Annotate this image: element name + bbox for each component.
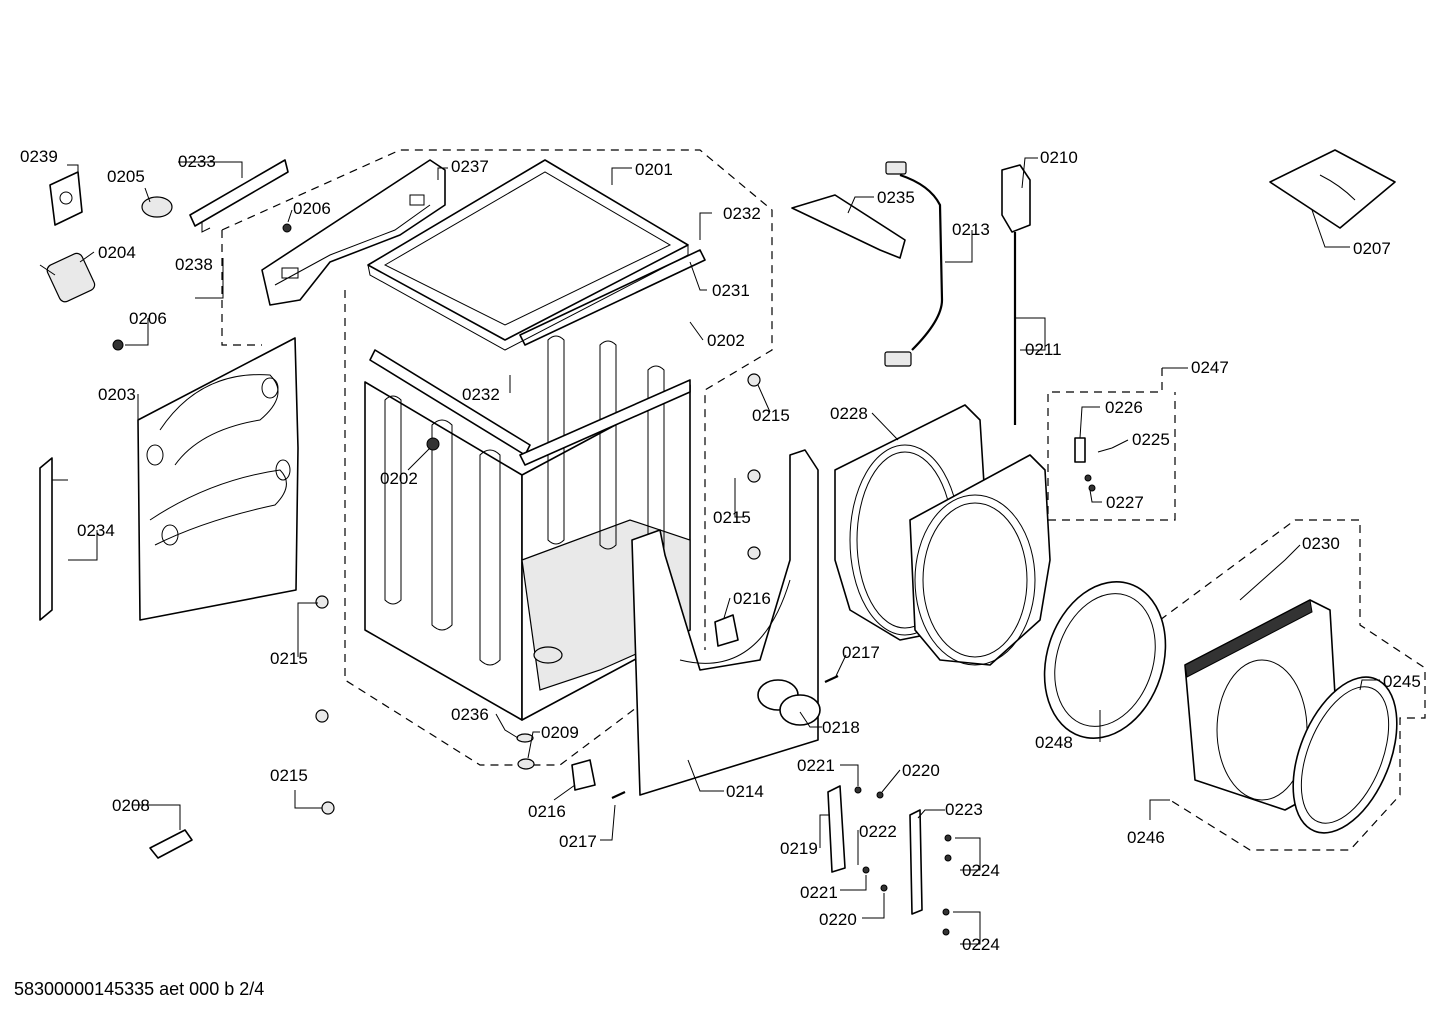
feet-0215 xyxy=(315,373,761,815)
door-ring-0248 xyxy=(1043,581,1167,739)
label-0227: 0227 xyxy=(1106,493,1144,512)
label-0237: 0237 xyxy=(451,157,489,176)
handle-0223 xyxy=(909,809,923,915)
label-0215: 0215 xyxy=(270,649,308,668)
label-0210: 0210 xyxy=(1040,148,1078,167)
label-0205: 0205 xyxy=(107,167,145,186)
holder-0235 xyxy=(791,194,906,259)
label-0220: 0220 xyxy=(902,761,940,780)
label-0230: 0230 xyxy=(1302,534,1340,553)
label-0221: 0221 xyxy=(797,756,835,775)
label-0201: 0201 xyxy=(635,160,673,179)
label-0217: 0217 xyxy=(559,832,597,851)
label-0206: 0206 xyxy=(129,309,167,328)
cable-0213 xyxy=(884,161,944,367)
label-0208: 0208 xyxy=(112,796,150,815)
clip-0208 xyxy=(149,829,193,859)
label-0219: 0219 xyxy=(780,839,818,858)
label-0207: 0207 xyxy=(1353,239,1391,258)
screws-0217 xyxy=(611,675,839,799)
label-0214: 0214 xyxy=(726,782,764,801)
label-0235: 0235 xyxy=(877,188,915,207)
label-0233: 0233 xyxy=(178,152,216,171)
label-0223: 0223 xyxy=(945,800,983,819)
brackets-0216 xyxy=(571,614,739,791)
front-frame-0214 xyxy=(631,449,821,796)
label-0224: 0224 xyxy=(962,861,1000,880)
label-0225: 0225 xyxy=(1132,430,1170,449)
label-0232: 0232 xyxy=(462,385,500,404)
label-0204: 0204 xyxy=(98,243,136,262)
label-0224: 0224 xyxy=(962,935,1000,954)
label-0221: 0221 xyxy=(800,883,838,902)
label-0217: 0217 xyxy=(842,643,880,662)
part-labels: 0239 0205 0233 0206 0237 0201 0232 0235 … xyxy=(20,147,1421,954)
label-0247: 0247 xyxy=(1191,358,1229,377)
label-0215: 0215 xyxy=(713,508,751,527)
label-0231: 0231 xyxy=(712,281,750,300)
door-glass-0245 xyxy=(1292,676,1398,834)
rail-0234 xyxy=(39,457,68,621)
service-kit-0207 xyxy=(1269,149,1396,229)
label-0248: 0248 xyxy=(1035,733,1073,752)
label-0215: 0215 xyxy=(270,766,308,785)
module-0210 xyxy=(1001,164,1031,425)
label-0232: 0232 xyxy=(723,204,761,223)
inner-frame-0247 xyxy=(909,454,1051,666)
label-0209: 0209 xyxy=(541,723,579,742)
label-0228: 0228 xyxy=(830,404,868,423)
small-pins-0220-0222 xyxy=(854,786,888,892)
label-0203: 0203 xyxy=(98,385,136,404)
label-0226: 0226 xyxy=(1105,398,1143,417)
label-0218: 0218 xyxy=(822,718,860,737)
label-0216: 0216 xyxy=(733,589,771,608)
group-outline-0246 xyxy=(1159,519,1426,851)
part-0205 xyxy=(141,196,173,218)
label-0246: 0246 xyxy=(1127,828,1165,847)
label-0239: 0239 xyxy=(20,147,58,166)
label-0236: 0236 xyxy=(451,705,489,724)
screw-0206a xyxy=(282,223,292,233)
hinge-0219 xyxy=(827,785,846,873)
label-0202: 0202 xyxy=(380,469,418,488)
label-0215: 0215 xyxy=(752,406,790,425)
label-0220: 0220 xyxy=(819,910,857,929)
hinge-parts-0226-0227 xyxy=(1074,437,1113,492)
label-0213: 0213 xyxy=(952,220,990,239)
screws-0224 xyxy=(942,834,952,936)
rail-0233 xyxy=(189,159,289,233)
label-0222: 0222 xyxy=(859,822,897,841)
door-lock-0204 xyxy=(39,252,96,303)
rear-panel-0203 xyxy=(137,337,299,621)
screw-0206b xyxy=(112,339,124,351)
label-0238: 0238 xyxy=(175,255,213,274)
leader-lines xyxy=(67,157,1380,945)
bracket-0239 xyxy=(49,171,83,226)
label-0211: 0211 xyxy=(1025,340,1062,359)
label-0245: 0245 xyxy=(1383,672,1421,691)
top-cover-0201 xyxy=(367,159,689,351)
document-code: 58300000145335 aet 000 b 2/4 xyxy=(14,979,265,999)
label-0216: 0216 xyxy=(528,802,566,821)
foot-parts-0236-0209 xyxy=(516,733,535,770)
label-0234: 0234 xyxy=(77,521,115,540)
label-0206: 0206 xyxy=(293,199,331,218)
group-outline-top-cover xyxy=(221,149,773,766)
label-0202: 0202 xyxy=(707,331,745,350)
rear-rail-0237 xyxy=(261,159,446,306)
